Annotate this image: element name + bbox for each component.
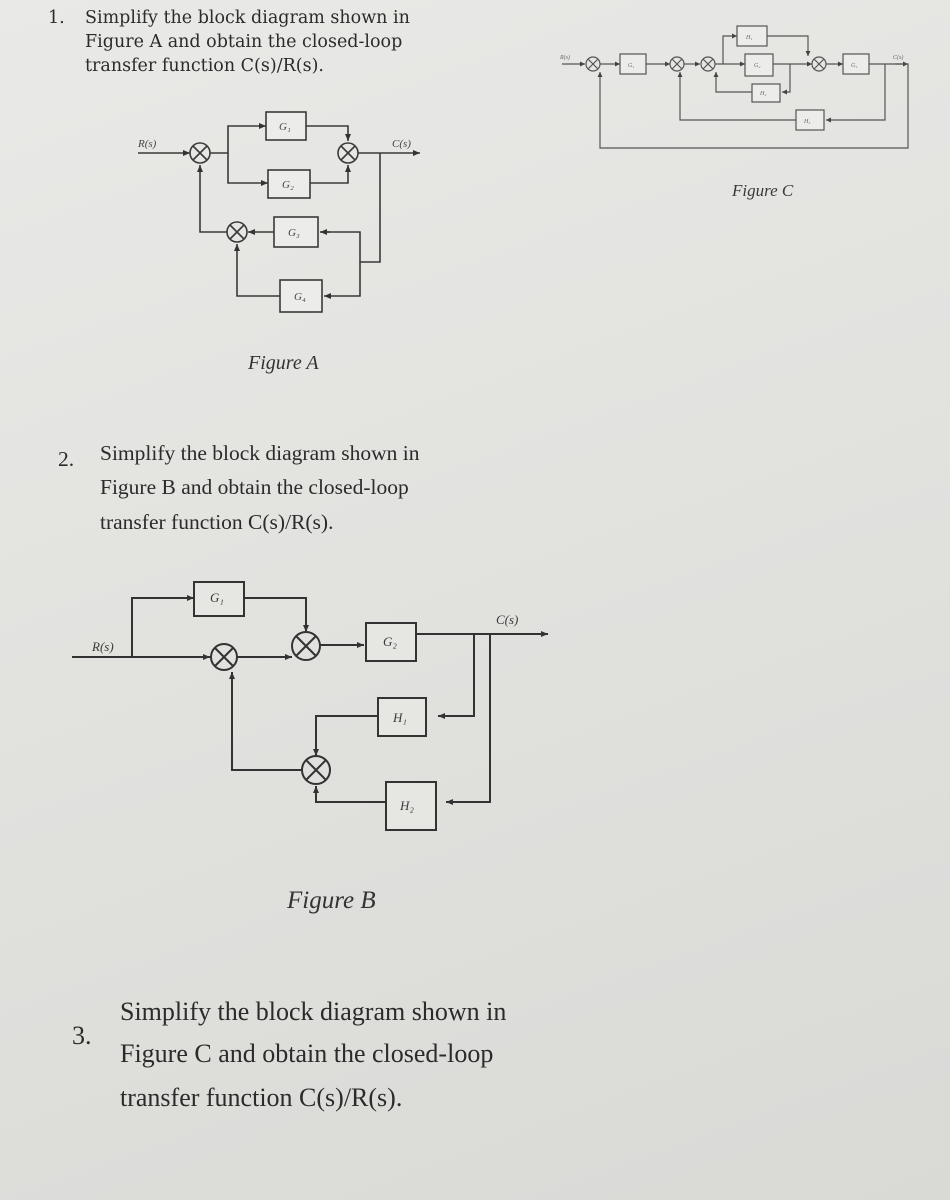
question-line: Simplify the block diagram shown in	[120, 997, 507, 1026]
figure-a-caption: Figure A	[247, 352, 319, 374]
figure-c-diagram	[562, 25, 909, 149]
input-label: R(s)	[137, 138, 157, 150]
block-label: H₂	[759, 91, 766, 97]
input-label: R(s)	[91, 639, 114, 654]
figure-b-caption: Figure B	[286, 887, 376, 914]
block-label: G₃	[851, 63, 857, 69]
figure-b-diagram	[72, 581, 548, 831]
block-g2	[267, 169, 311, 199]
input-label: R(s)	[559, 54, 570, 61]
output-label: C(s)	[893, 54, 903, 61]
block-label: G₁	[210, 590, 224, 605]
question-line: Figure A and obtain the closed-loop	[85, 32, 403, 52]
figure-a-diagram	[138, 111, 420, 313]
question-number: 1.	[48, 8, 65, 28]
output-label: C(s)	[392, 138, 411, 150]
figure-b-labels: R(s) C(s) G₁ G₂ H₁ H₂	[91, 590, 518, 813]
figure-a-labels: R(s) C(s) G₁ G₂ G₃ G₄	[137, 121, 411, 303]
question-line: Simplify the block diagram shown in	[85, 8, 410, 28]
question-number: 2.	[58, 447, 75, 471]
output-label: C(s)	[496, 612, 518, 627]
block-g2	[365, 622, 417, 662]
question-number: 3.	[72, 1021, 92, 1050]
block-label: G₄	[294, 291, 306, 303]
block-label: G₃	[288, 227, 300, 239]
block-label: H₂	[399, 798, 414, 813]
block-label: G₂	[754, 63, 760, 69]
block-label: G₂	[383, 634, 397, 649]
question-line: transfer function C(s)/R(s).	[120, 1083, 403, 1112]
block-label: H₁	[745, 35, 752, 41]
question-line: transfer function C(s)/R(s).	[85, 56, 324, 76]
block-h1	[377, 697, 427, 737]
block-h2	[385, 781, 437, 831]
block-label: G₁	[279, 121, 291, 133]
question-line: Simplify the block diagram shown in	[100, 441, 420, 465]
question-line: Figure B and obtain the closed-loop	[100, 475, 409, 499]
block-g2	[744, 53, 774, 77]
figure-c-labels: R(s) C(s) G₁ G₂ G₃ H₁ H₂ H₃	[559, 35, 903, 125]
question-line: Figure C and obtain the closed-loop	[120, 1039, 494, 1068]
block-h2	[751, 83, 781, 103]
block-label: H₃	[803, 119, 810, 125]
block-g1	[265, 111, 307, 141]
question-line: transfer function C(s)/R(s).	[100, 510, 334, 534]
block-label: G₂	[282, 179, 294, 191]
block-label: H₁	[392, 710, 407, 725]
figure-c-caption: Figure C	[731, 181, 794, 200]
block-label: G₁	[628, 63, 634, 69]
